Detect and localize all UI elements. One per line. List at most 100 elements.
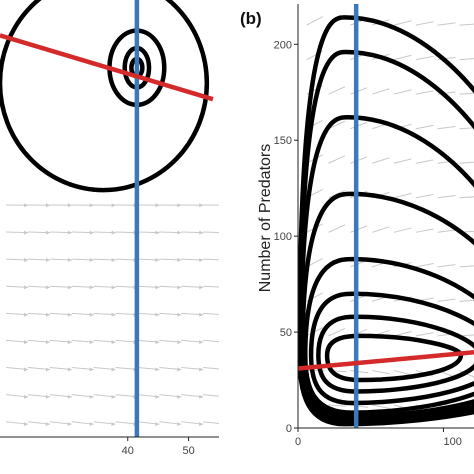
- vector-arrow-head: [111, 203, 116, 208]
- vector-arrow-head: [45, 367, 50, 372]
- vector-arrow-head: [177, 230, 182, 235]
- vector-arrow: [459, 23, 474, 26]
- vector-arrow: [415, 263, 434, 268]
- vector-arrow-head: [221, 231, 225, 235]
- orbits: [298, 15, 474, 427]
- closed-orbit: [300, 191, 474, 419]
- vector-arrow-head: [67, 257, 72, 262]
- vector-arrow-head: [23, 367, 28, 372]
- vector-arrow: [203, 285, 219, 288]
- vector-arrow: [393, 227, 412, 233]
- vector-arrow: [415, 21, 434, 26]
- vector-arrow: [372, 369, 390, 375]
- vector-arrow-head: [221, 367, 225, 371]
- vector-arrow-head: [199, 230, 204, 235]
- vector-arrow: [437, 298, 456, 302]
- vector-arrow-head: [221, 340, 225, 344]
- vector-arrow: [372, 404, 390, 409]
- y-axis-label: Number of Predators: [257, 144, 274, 293]
- vector-arrow-head: [155, 340, 160, 345]
- vector-arrow-head: [67, 340, 72, 345]
- vector-arrow: [328, 120, 346, 130]
- vector-arrow-head: [155, 257, 160, 262]
- closed-orbit: [308, 291, 474, 406]
- vector-arrow-head: [24, 230, 29, 235]
- vector-arrow: [393, 369, 412, 376]
- vector-arrow-head: [155, 312, 160, 317]
- vector-arrow-head: [177, 257, 182, 262]
- vector-arrow: [393, 89, 412, 95]
- vector-arrow-head: [111, 367, 116, 372]
- vector-arrow-head: [89, 394, 94, 399]
- vector-arrow-head: [45, 203, 50, 208]
- vector-arrow-head: [155, 367, 160, 372]
- vector-arrow: [459, 127, 474, 130]
- vector-arrow-head: [45, 257, 50, 262]
- vector-arrow: [328, 86, 346, 95]
- vector-arrow-head: [45, 312, 50, 317]
- vector-arrow-head: [67, 367, 72, 372]
- vector-arrow: [306, 16, 323, 26]
- vector-arrow-head: [177, 367, 182, 372]
- vector-arrow: [203, 258, 219, 261]
- orbits: [0, 0, 210, 193]
- vector-arrow: [437, 195, 456, 199]
- vector-arrow-head: [199, 285, 204, 290]
- vector-arrow: [437, 229, 456, 233]
- y-tick-label: 0: [286, 423, 292, 435]
- vector-arrow-head: [177, 394, 182, 399]
- vector-arrow-head: [23, 422, 28, 427]
- y-tick-label: 50: [280, 327, 292, 339]
- vector-arrow-head: [24, 312, 29, 317]
- vector-arrow-head: [89, 312, 94, 317]
- vector-arrow: [393, 192, 412, 199]
- vector-arrow: [372, 157, 390, 164]
- vector-arrow-head: [24, 257, 29, 262]
- vector-arrow-head: [67, 285, 72, 290]
- vector-arrow-head: [199, 340, 204, 345]
- vector-arrow: [328, 328, 346, 337]
- vector-arrow: [203, 339, 219, 343]
- vector-arrow: [415, 332, 434, 337]
- vector-arrow-head: [111, 285, 116, 290]
- vector-arrow-head: [24, 285, 29, 290]
- vector-arrow: [415, 124, 434, 130]
- vector-arrow-head: [89, 230, 94, 235]
- vector-arrow-head: [199, 367, 204, 372]
- vector-arrow-head: [199, 203, 204, 208]
- x-tick-label: 0: [295, 436, 301, 448]
- vector-arrow: [437, 125, 456, 130]
- vector-arrow-head: [111, 312, 116, 317]
- vector-arrow: [459, 196, 474, 199]
- vector-arrow: [415, 159, 434, 164]
- vector-arrow-head: [155, 230, 160, 235]
- vector-arrow-head: [45, 285, 50, 290]
- vector-arrow-head: [67, 312, 72, 317]
- y-tick-label: 200: [274, 39, 292, 51]
- vector-arrow: [393, 331, 412, 337]
- vector-field: [6, 203, 225, 427]
- vector-arrow: [415, 228, 434, 233]
- y-tick-label: 100: [274, 231, 292, 243]
- sloped-nullcline: [298, 349, 474, 371]
- vector-arrow-head: [177, 312, 182, 317]
- vector-arrow-head: [221, 258, 225, 262]
- vector-arrow: [350, 121, 368, 130]
- vector-arrow: [372, 88, 390, 95]
- vector-arrow: [328, 224, 346, 233]
- vector-arrow: [437, 22, 456, 26]
- vector-arrow-head: [89, 367, 94, 372]
- vector-arrow-head: [89, 285, 94, 290]
- sloped-nullcline: [0, 33, 214, 102]
- vector-arrow-head: [199, 257, 204, 262]
- vector-arrow-head: [177, 422, 182, 427]
- vector-arrow-head: [23, 394, 28, 399]
- vector-arrow-head: [111, 394, 116, 399]
- vector-arrow-head: [67, 230, 72, 235]
- x-tick-label: 40: [122, 445, 134, 457]
- vector-arrow-head: [221, 203, 225, 207]
- vector-arrow-head: [155, 394, 160, 399]
- closed-orbit: [0, 0, 210, 193]
